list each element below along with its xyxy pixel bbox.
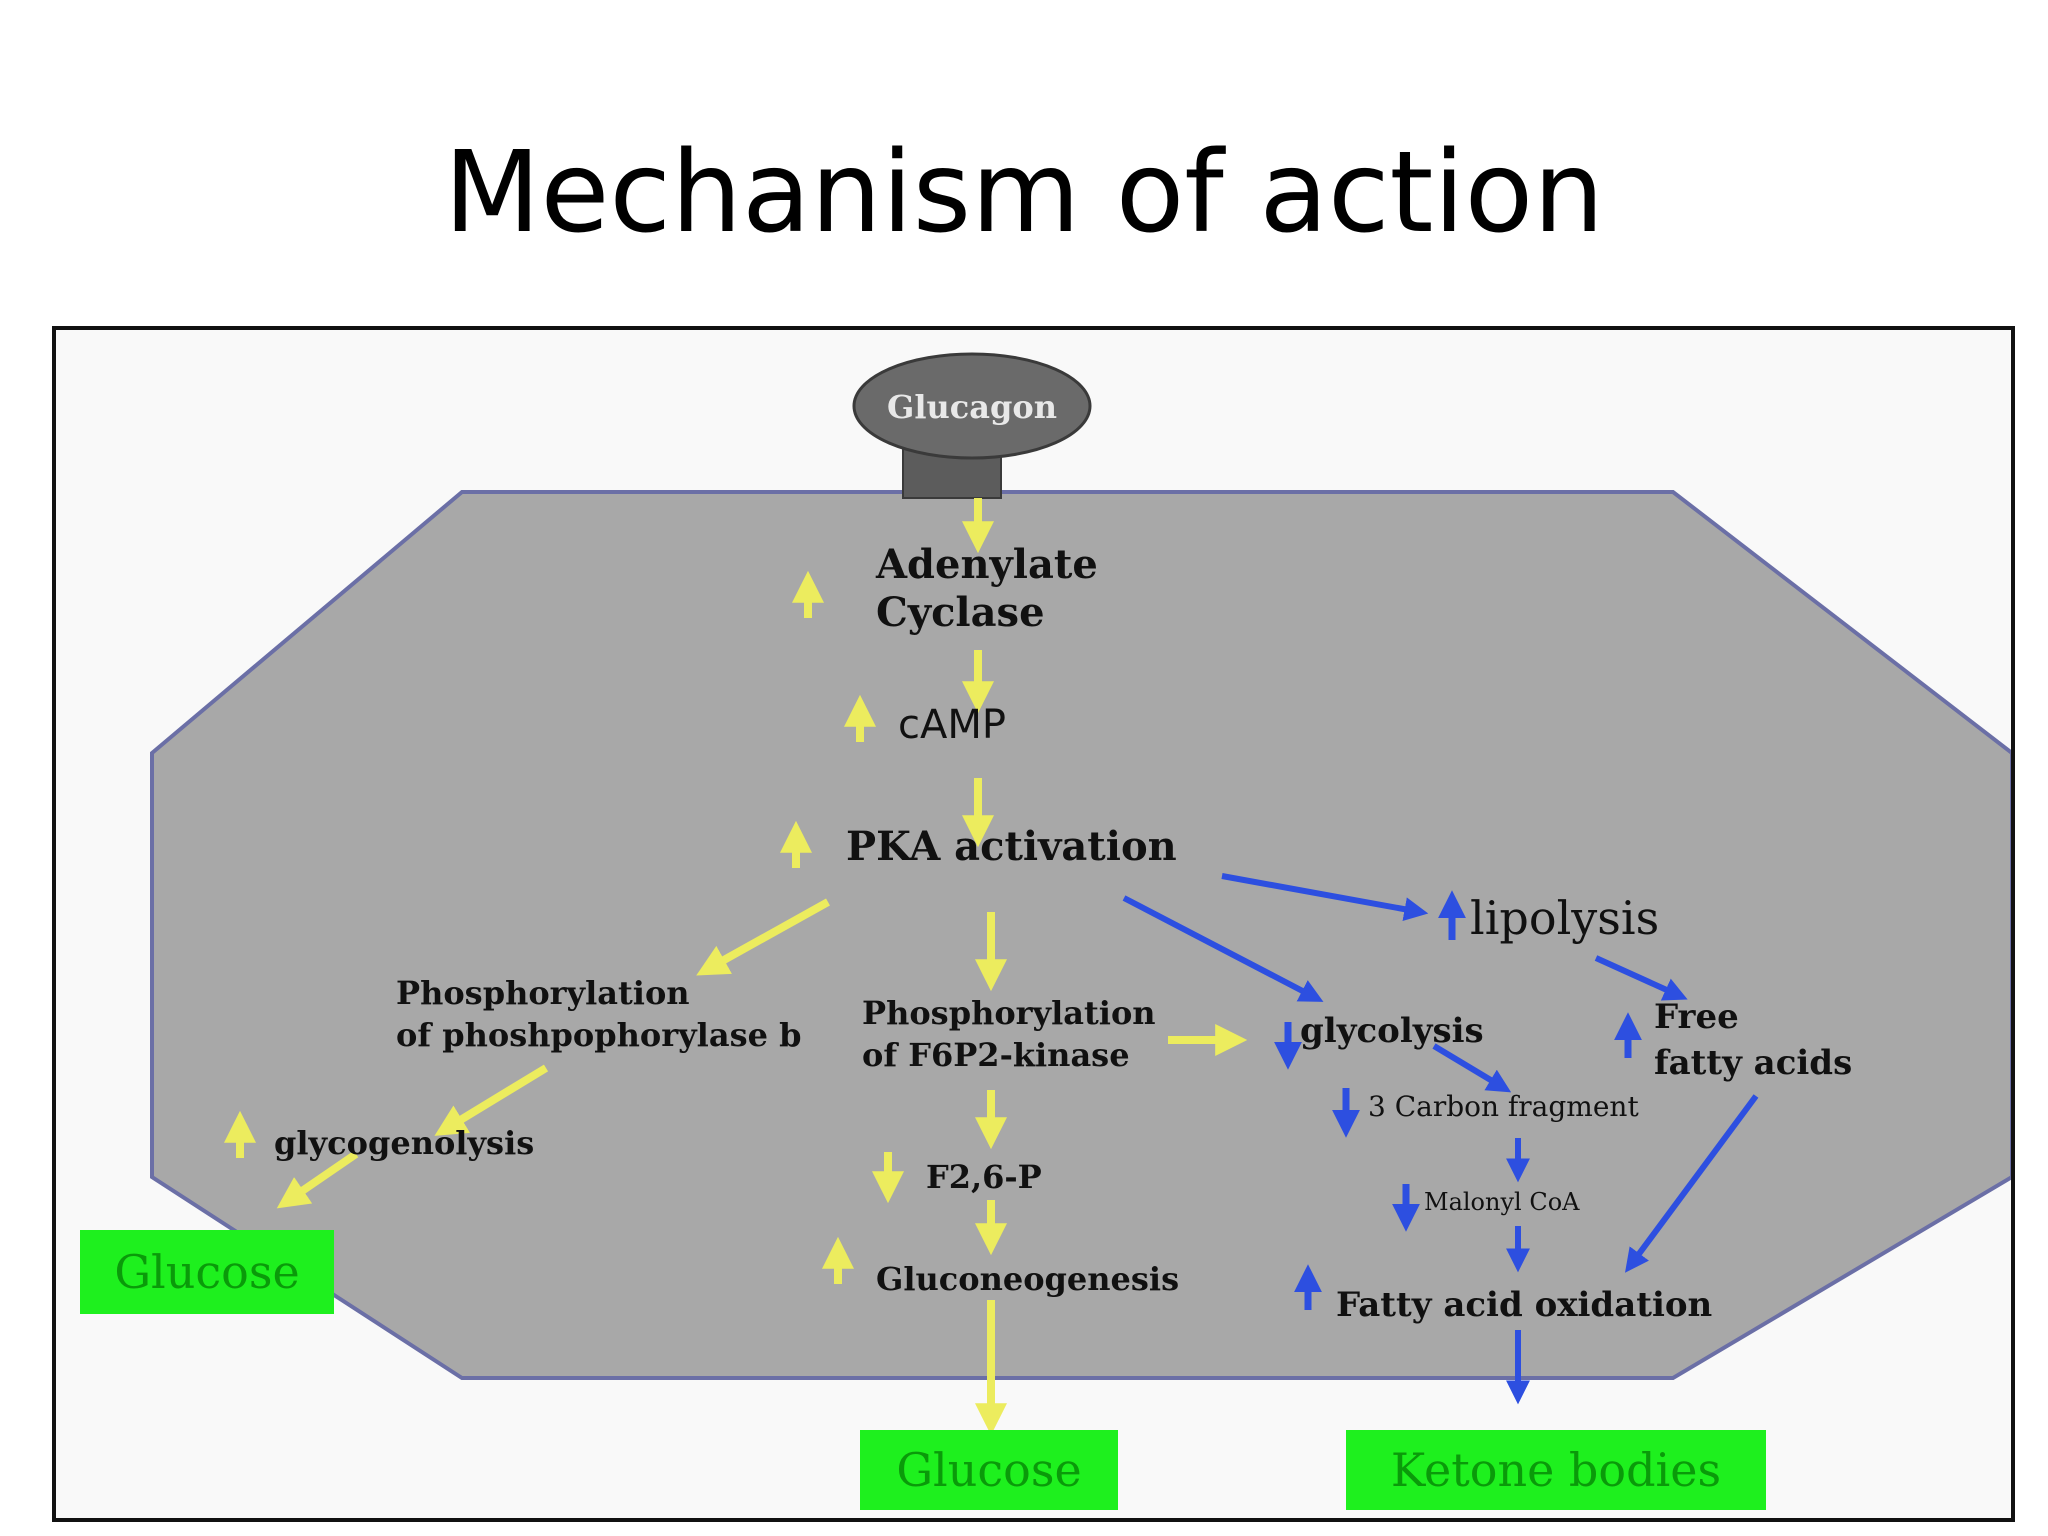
receptor-head bbox=[852, 352, 1092, 460]
blue-indicators bbox=[1274, 890, 1642, 1310]
malonyl-label: Malonyl CoA bbox=[1424, 1188, 1580, 1216]
arrow-phosb-to-glycogenolysis bbox=[434, 1064, 549, 1136]
pathway-diagram: Glucagon bbox=[80, 352, 2011, 1510]
glycogenolysis-label: glycogenolysis bbox=[274, 1124, 534, 1162]
lipolysis-label: lipolysis bbox=[1470, 891, 1659, 945]
cell-body bbox=[150, 490, 2011, 1380]
glucose-bottom-label: Glucose bbox=[896, 1443, 1081, 1497]
fao-label: Fatty acid oxidation bbox=[1336, 1285, 1712, 1325]
carbon-fragment-label: 3 Carbon fragment bbox=[1368, 1090, 1639, 1123]
glucose-left-box bbox=[80, 1230, 334, 1314]
ffa-line2: fatty acids bbox=[1654, 1043, 1852, 1083]
arrow-pka-to-phosb bbox=[696, 898, 830, 976]
ketone-bodies-box bbox=[1346, 1430, 1766, 1510]
ketone-bodies-label: Ketone bodies bbox=[1391, 1443, 1721, 1497]
arrow-pka-to-lipolysis bbox=[1221, 873, 1429, 922]
phos-b-line2: of phoshpophorylase b bbox=[396, 1016, 801, 1054]
glycolysis-label: glycolysis bbox=[1300, 1011, 1484, 1051]
diagram-frame: Glucagon bbox=[52, 326, 2015, 1522]
phos-f6p-line2: of F6P2-kinase bbox=[862, 1036, 1130, 1074]
arrow-glycolysis-to-carbon bbox=[1432, 1043, 1512, 1093]
phos-b-line1: Phosphorylation bbox=[396, 974, 690, 1012]
arrow-glycogenolysis-to-glucose bbox=[276, 1150, 359, 1209]
yellow-arrows bbox=[276, 498, 1248, 1436]
receptor-label: Glucagon bbox=[887, 388, 1057, 426]
ffa-line1: Free bbox=[1654, 997, 1739, 1037]
slide-title: Mechanism of action bbox=[443, 128, 1605, 258]
arrow-lipolysis-to-ffa bbox=[1594, 955, 1688, 1001]
arrow-pka-to-glycolysis bbox=[1122, 895, 1324, 1002]
glucose-left-label: Glucose bbox=[114, 1245, 299, 1299]
f26p-label: F2,6-P bbox=[926, 1158, 1042, 1196]
phos-f6p-line1: Phosphorylation bbox=[862, 994, 1156, 1032]
adenylate-cyclase-line2: Cyclase bbox=[876, 589, 1045, 636]
camp-label: cAMP bbox=[898, 702, 1006, 748]
adenylate-cyclase-line1: Adenylate bbox=[875, 541, 1098, 588]
pka-label: PKA activation bbox=[846, 823, 1177, 870]
blue-arrows bbox=[1122, 873, 1759, 1405]
arrow-ffa-to-fao bbox=[1624, 1094, 1759, 1273]
yellow-indicators bbox=[224, 570, 904, 1284]
glucose-bottom-box bbox=[860, 1430, 1118, 1510]
gng-label: Gluconeogenesis bbox=[876, 1260, 1179, 1298]
